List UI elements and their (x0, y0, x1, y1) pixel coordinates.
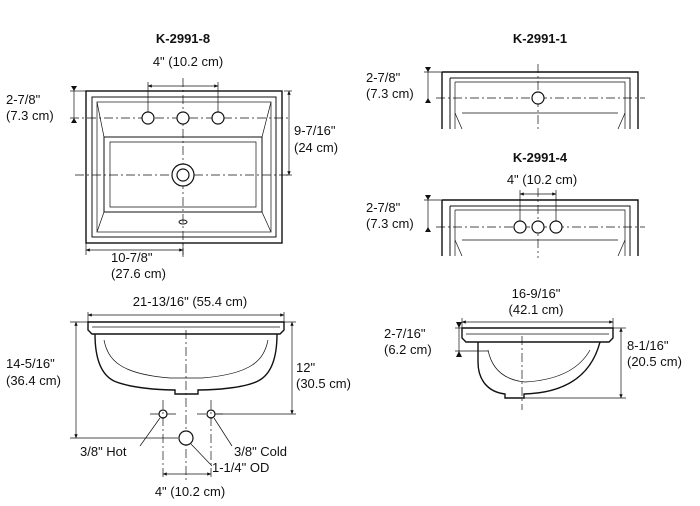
side-width-in: 16-9/16" (512, 286, 561, 301)
drain-inner (176, 168, 190, 182)
k2991-8-title: K-2991-8 (156, 31, 210, 46)
front-height-in: 14-5/16" (6, 356, 55, 371)
k8-depth-in: 9-7/16" (294, 123, 336, 138)
side-height-cm: (20.5 cm) (627, 354, 682, 369)
k4-cold-hole (549, 220, 563, 234)
cold-faucet-hole (211, 111, 225, 125)
k8-bowl-cm: (27.6 cm) (111, 266, 166, 281)
hot-label: 3/8" Hot (80, 444, 127, 459)
front-12-cm: (30.5 cm) (296, 376, 351, 391)
side-elevation-view: 16-9/16" (42.1 cm) 2-7/16" (6.2 cm) 8-1/… (384, 286, 682, 410)
front-height-cm: (36.4 cm) (6, 373, 61, 388)
k4-hot-hole (513, 220, 527, 234)
side-rim-cm: (6.2 cm) (384, 342, 432, 357)
k2991-1-title: K-2991-1 (513, 31, 567, 46)
k4-deck-cm: (7.3 cm) (366, 216, 414, 231)
side-rim-in: 2-7/16" (384, 326, 426, 341)
front-width-label: 21-13/16" (55.4 cm) (133, 294, 247, 309)
overflow-hole (178, 219, 188, 225)
hot-faucet-hole (141, 111, 155, 125)
drain-outlet (178, 430, 194, 446)
center-faucet-hole (176, 111, 190, 125)
k2991-4-title: K-2991-4 (513, 150, 568, 165)
k4-center-hole (531, 220, 545, 234)
k1-deck-in: 2-7/8" (366, 70, 401, 85)
k1-faucet-hole (531, 91, 545, 105)
side-height-in: 8-1/16" (627, 338, 669, 353)
side-width-cm: (42.1 cm) (509, 302, 564, 317)
k8-deck-in: 2-7/8" (6, 92, 41, 107)
k8-spread-label: 4" (10.2 cm) (153, 54, 223, 69)
k4-deck-in: 2-7/8" (366, 200, 401, 215)
front-12-in: 12" (296, 360, 315, 375)
k4-spread-label: 4" (10.2 cm) (507, 172, 577, 187)
front-elevation-view: 21-13/16" (55.4 cm) 3/8" Hot 3/8" Cold 1… (6, 294, 351, 499)
k2991-4-view: K-2991-4 4" (10.2 cm) 2-7/8" (7.3 cm) (366, 150, 645, 258)
cold-label: 3/8" Cold (234, 444, 287, 459)
od-label: 1-1/4" OD (212, 460, 269, 475)
k2991-1-view: K-2991-1 2-7/8" (7.3 cm) (366, 31, 645, 132)
front-spread-label: 4" (10.2 cm) (155, 484, 225, 499)
k2991-8-top-view: K-2991-8 4" (10.2 cm) 2-7/8" (7.3 cm) (6, 31, 338, 281)
k1-deck-cm: (7.3 cm) (366, 86, 414, 101)
k8-deck-cm: (7.3 cm) (6, 108, 54, 123)
k8-depth-cm: (24 cm) (294, 140, 338, 155)
k8-bowl-in: 10-7/8" (111, 250, 153, 265)
